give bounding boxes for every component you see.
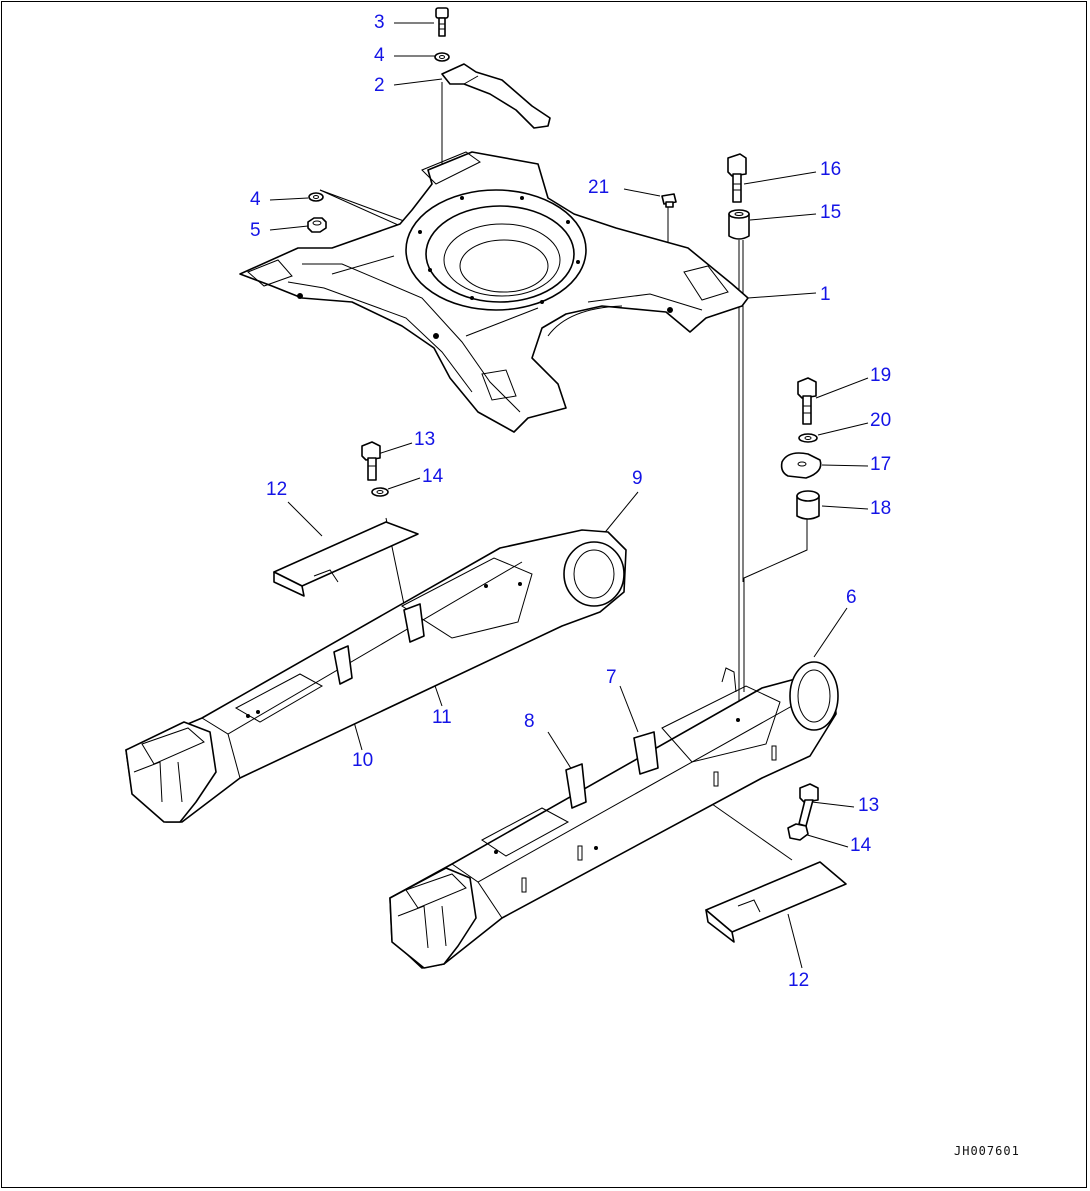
callout-9: 9 bbox=[632, 468, 643, 489]
callout-14: 14 bbox=[422, 466, 444, 487]
callout-20: 20 bbox=[870, 410, 892, 431]
bolt-13-right bbox=[798, 783, 819, 827]
plate-17 bbox=[780, 452, 822, 479]
callout-6: 6 bbox=[846, 587, 857, 608]
callout-3: 3 bbox=[374, 12, 385, 33]
plug-21 bbox=[661, 193, 677, 208]
callout-5: 5 bbox=[250, 220, 261, 241]
callout-15: 15 bbox=[820, 202, 842, 223]
callout-13: 13 bbox=[414, 429, 436, 450]
collar-18 bbox=[796, 490, 820, 520]
callout-18: 18 bbox=[870, 498, 892, 519]
callout-4: 4 bbox=[250, 189, 261, 210]
callout-21: 21 bbox=[588, 177, 610, 198]
bolt-13-left bbox=[361, 441, 381, 481]
callout-11: 11 bbox=[432, 707, 452, 728]
callout-1: 1 bbox=[820, 284, 831, 305]
callout-12: 12 bbox=[266, 479, 288, 500]
washer-4-left bbox=[308, 192, 324, 202]
callout-2: 2 bbox=[374, 75, 385, 96]
callout-8: 8 bbox=[524, 711, 535, 732]
callout-4: 4 bbox=[374, 45, 385, 66]
track-guard-12-left bbox=[273, 521, 419, 597]
washer-20 bbox=[798, 433, 818, 443]
washer-4-top bbox=[434, 52, 450, 62]
track-frame-9 bbox=[125, 529, 627, 823]
callout-12: 12 bbox=[788, 970, 810, 991]
track-guard-12-right bbox=[705, 861, 847, 943]
nut-5 bbox=[307, 217, 327, 233]
washer-14-left bbox=[371, 487, 389, 497]
callout-17: 17 bbox=[870, 454, 892, 475]
callout-13: 13 bbox=[858, 795, 880, 816]
bolt-16 bbox=[727, 153, 747, 203]
track-frame-6 bbox=[389, 661, 839, 969]
callout-19: 19 bbox=[870, 365, 892, 386]
callout-14: 14 bbox=[850, 835, 872, 856]
callout-16: 16 bbox=[820, 159, 842, 180]
bolt-19 bbox=[797, 377, 817, 425]
revolving-frame-1 bbox=[239, 151, 749, 433]
drawing-reference-code: JH007601 bbox=[954, 1144, 1020, 1158]
bracket-2 bbox=[441, 63, 551, 129]
leader-lines bbox=[269, 22, 869, 969]
callout-10: 10 bbox=[352, 750, 374, 771]
callout-7: 7 bbox=[606, 667, 617, 688]
bolt-3 bbox=[435, 7, 449, 37]
nut-14-right bbox=[787, 823, 809, 841]
collar-15 bbox=[728, 209, 750, 240]
